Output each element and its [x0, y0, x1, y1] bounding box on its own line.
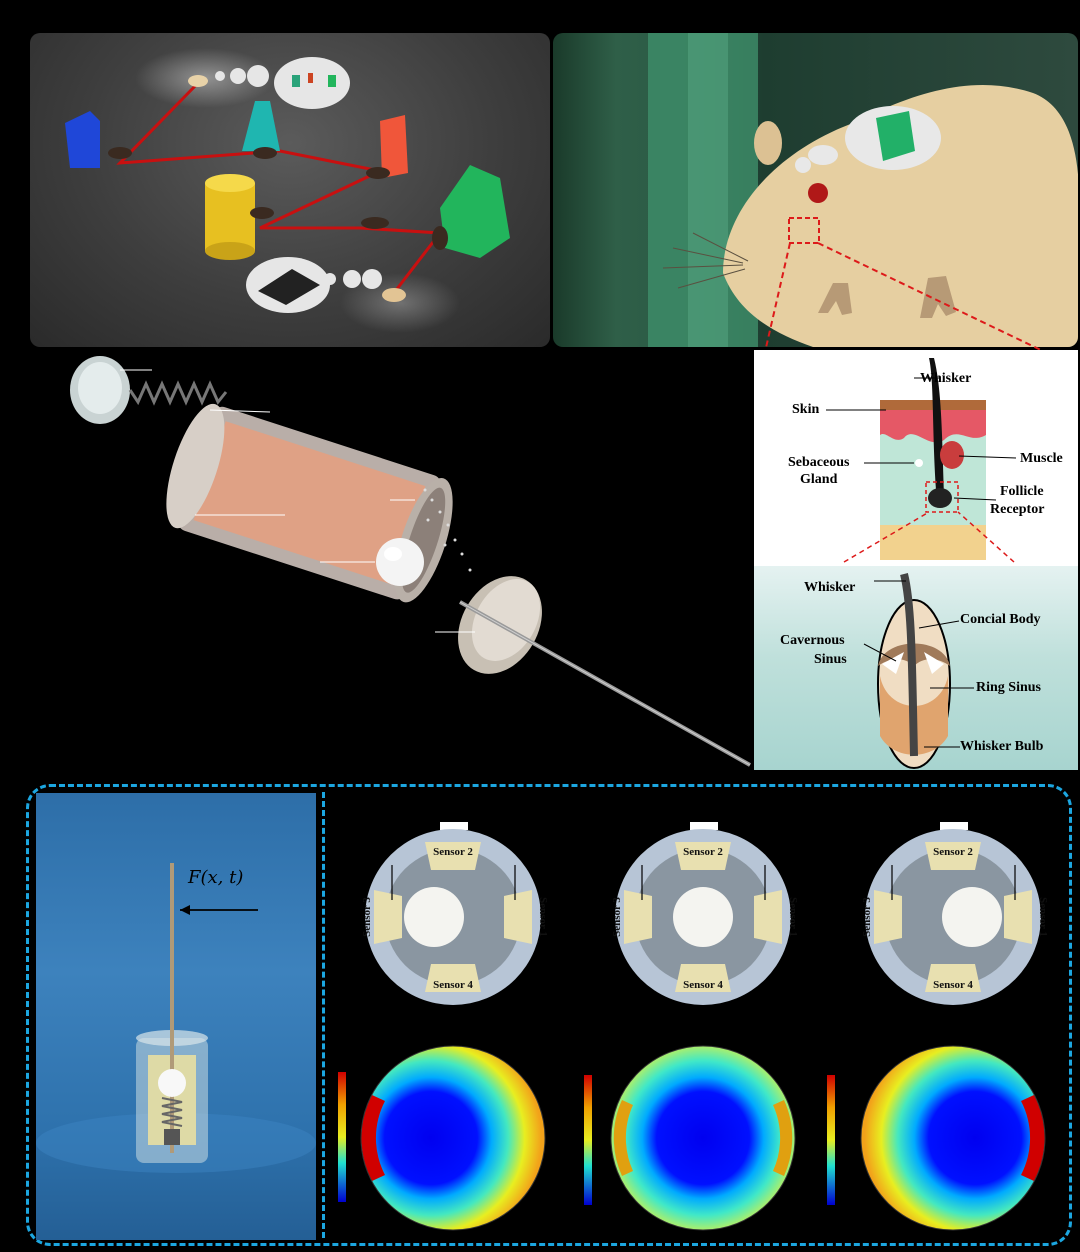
- force-label: F(x, t): [188, 867, 244, 888]
- rat-icon: [188, 75, 208, 87]
- blue-block: [65, 111, 100, 168]
- zoom-box: [788, 217, 820, 244]
- label-sebaceous: Sebaceous: [788, 455, 850, 470]
- orange-block: [380, 115, 408, 178]
- exploded-sensor-device: [70, 356, 751, 767]
- outer-cylinder: [166, 403, 453, 603]
- cyan-cone: [242, 101, 280, 151]
- simulation-frame: [26, 784, 1072, 1246]
- sensor-3-label: Sensor 3: [861, 897, 873, 937]
- label-cavernous: Cavernous: [780, 633, 845, 648]
- label-sinus: Sinus: [814, 652, 847, 667]
- sensor-1-label: Sensor 1: [1037, 897, 1049, 937]
- colorbar-1: [338, 1072, 346, 1202]
- sensor-3-label: Sensor 3: [611, 897, 623, 937]
- label-ring-sinus: Ring Sinus: [976, 680, 1041, 695]
- label-follicle: Follicle: [1000, 484, 1044, 499]
- sensor-view-3: Sensor 2 Sensor 4 Sensor 1 Sensor 3: [861, 822, 1049, 1005]
- force-model-illustration: [36, 863, 316, 1173]
- sensor-3-label: Sensor 3: [361, 897, 373, 937]
- sensor-ball: [158, 1069, 186, 1097]
- sensor-1-label: Sensor 1: [537, 897, 549, 937]
- maze-scene-illustration: [65, 48, 510, 333]
- skin-anatomy-illustration: [826, 358, 1017, 563]
- rat-closeup-illustration: [648, 33, 1078, 347]
- maze-scene-panel: [30, 33, 550, 347]
- label-receptor: Receptor: [990, 502, 1045, 517]
- sensor-4-label: Sensor 4: [433, 979, 473, 991]
- rat-icon-bottom: [382, 288, 406, 302]
- force-model-panel: F(x, t): [36, 793, 316, 1240]
- sensor-2-label: Sensor 2: [933, 846, 973, 858]
- label-whisker-bulb: Whisker Bulb: [960, 739, 1044, 754]
- colorbar-3: [827, 1075, 835, 1205]
- label-skin: Skin: [792, 402, 820, 417]
- follicle-anatomy-illustration: [863, 573, 974, 769]
- sensor-view-1: Sensor 2 Sensor 4 Sensor 1 Sensor 3: [361, 822, 549, 1005]
- label-concial-body: Concial Body: [960, 612, 1041, 627]
- field-plot-1: [360, 1045, 546, 1231]
- skin-anatomy-panel: Whisker Skin Muscle Sebaceous Gland Foll…: [754, 350, 1078, 566]
- label-whisker-bottom: Whisker: [804, 580, 856, 595]
- field-plot-3: [860, 1045, 1046, 1231]
- label-whisker-top: Whisker: [920, 371, 972, 386]
- sensor-2-label: Sensor 2: [683, 846, 723, 858]
- rat-eye: [808, 183, 828, 203]
- colorbar-2: [584, 1075, 592, 1205]
- sensor-4-label: Sensor 4: [933, 979, 973, 991]
- sensor-4-label: Sensor 4: [683, 979, 723, 991]
- follicle-whisker: [900, 573, 918, 757]
- spring: [128, 380, 228, 406]
- follicle-anatomy-panel: Whisker Concial Body Cavernous Sinus Rin…: [754, 566, 1078, 770]
- label-gland: Gland: [800, 472, 838, 487]
- green-hex-prism: [440, 165, 510, 258]
- path-line: [116, 81, 443, 299]
- frame-divider: [322, 792, 325, 1238]
- sensor-1-label: Sensor 1: [787, 897, 799, 937]
- field-plot-2: [610, 1045, 796, 1231]
- ball: [376, 538, 424, 586]
- sensor-view-2: Sensor 2 Sensor 4 Sensor 1 Sensor 3: [611, 822, 799, 1005]
- sensor-2-label: Sensor 2: [433, 846, 473, 858]
- whisker-shaft: [929, 358, 944, 495]
- rat-closeup-panel: [553, 33, 1078, 347]
- yellow-cylinder: [205, 183, 255, 251]
- sensor-views: Sensor 2 Sensor 4 Sensor 1 Sensor 3 Sens…: [338, 822, 1049, 1231]
- label-muscle: Muscle: [1020, 451, 1063, 466]
